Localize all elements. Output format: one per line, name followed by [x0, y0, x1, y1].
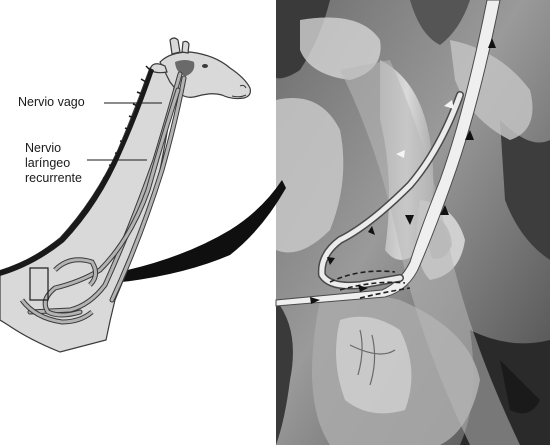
giraffe-illustration — [0, 37, 251, 353]
magnification-wedge — [48, 180, 286, 287]
label-line: recurrente — [25, 171, 82, 185]
vagus-nerve-label: Nervio vago — [18, 95, 85, 109]
arrow-icon — [310, 38, 496, 304]
vagus-nerve-photo — [275, 0, 501, 307]
magnification-box — [29, 267, 49, 301]
recurrent-laryngeal-nerve-label: Nervio laríngeo recurrente — [25, 141, 82, 186]
dissection-photo — [275, 0, 550, 445]
label-line: Nervio — [25, 141, 62, 155]
hidden-nerve-segment — [329, 270, 411, 299]
label-line: laríngeo — [25, 156, 71, 170]
